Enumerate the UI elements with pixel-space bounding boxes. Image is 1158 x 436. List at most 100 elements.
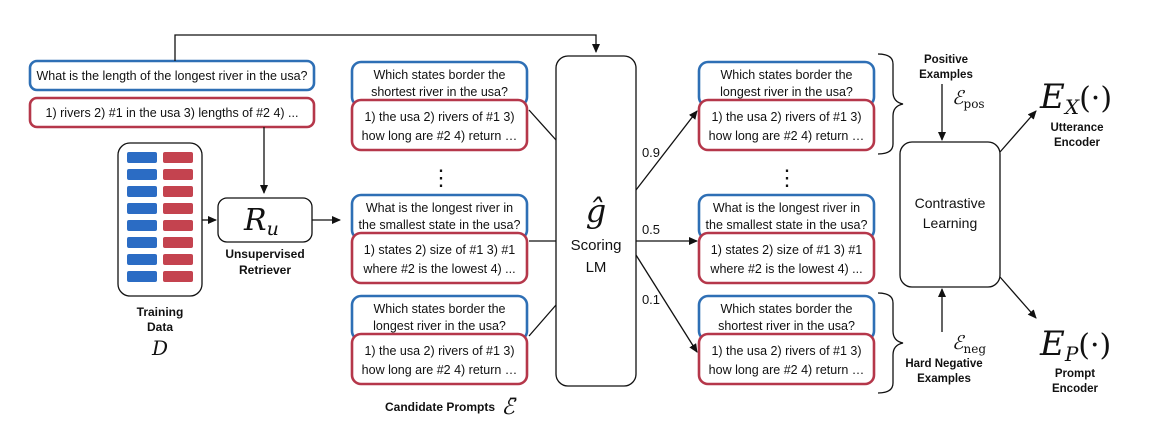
training-data-symbol: D (151, 336, 168, 360)
training-data-group: Training Data D (117, 142, 203, 360)
retriever-group: Ru Unsupervised Retriever (217, 197, 313, 277)
data-bar-decomposition (163, 152, 193, 163)
query-to-scoring-arrow (174, 34, 600, 61)
utterance-encoder-label-1: Utterance (1050, 122, 1103, 134)
candidate-prompts-symbol: ℰ̄ (501, 395, 517, 420)
candidate-prompts: Which states border the shortest river in… (350, 60, 529, 386)
negative-label-1: Hard Negative (905, 358, 982, 370)
ranked-prompt-question-line: Which states border the (720, 302, 852, 316)
score-3: 0.1 (642, 292, 660, 307)
query-question-text: What is the length of the longest river … (37, 69, 308, 83)
score-1: 0.9 (642, 145, 660, 160)
negative-brace (877, 292, 904, 394)
contrastive-group: Contrastive Learning (899, 141, 1001, 288)
candidate-prompt-question-line: Which states border the (373, 302, 505, 316)
scoring-lm-label-1: Scoring (571, 237, 622, 254)
data-bar-decomposition (163, 186, 193, 197)
candidate-prompt-decomposition-box (350, 98, 529, 152)
data-bar-question (127, 169, 157, 180)
positive-symbol: ℰpos (952, 87, 985, 111)
data-bar-question (127, 271, 157, 282)
score-2: 0.5 (642, 222, 660, 237)
ranked-prompt-decomposition-line: how long are #2 4) return … (709, 129, 865, 143)
negative-symbol: ℰneg (952, 332, 986, 356)
data-bar-question (127, 254, 157, 265)
query-decomposition-box (28, 96, 316, 129)
retriever-symbol: Ru (243, 203, 279, 240)
ranked-prompt-decomposition-line: 1) the usa 2) rivers of #1 3) (711, 110, 861, 124)
ranked-prompt-question-line: Which states border the (720, 68, 852, 82)
data-bar-decomposition (163, 169, 193, 180)
data-bar-question (127, 186, 157, 197)
candidate-prompt-decomposition-line: 1) the usa 2) rivers of #1 3) (364, 110, 514, 124)
positive-brace (877, 53, 904, 155)
candidate-prompt-question-line: shortest river in the usa? (371, 85, 508, 99)
data-bar-decomposition (163, 203, 193, 214)
scoring-to-ranked-1-arrow (635, 110, 698, 191)
prompt-encoder-symbol: EP(·) (1039, 324, 1111, 366)
candidate-prompt-question-line: What is the longest river in (366, 201, 513, 215)
candidate-1-to-scoring-line (528, 109, 557, 141)
negative-label-2: Examples (917, 373, 971, 385)
ranked-prompt-decomposition-box (697, 231, 876, 285)
query-question-box (28, 59, 316, 92)
ranked-prompt-decomposition-line: 1) states 2) size of #1 3) #1 (711, 243, 863, 257)
positive-label-1: Positive (924, 54, 968, 66)
candidate-3-to-scoring-line (528, 304, 557, 337)
utterance-encoder-symbol: EX(·) (1039, 77, 1112, 119)
candidate-prompt-decomposition-box (350, 332, 529, 386)
data-bar-question (127, 152, 157, 163)
candidate-prompt-decomposition-line: how long are #2 4) return … (362, 129, 518, 143)
training-data-label-2: Data (147, 320, 173, 334)
ranked-prompt-question-line: shortest river in the usa? (718, 319, 855, 333)
candidate-prompt-card: Which states border the longest river in … (350, 294, 529, 386)
ranked-prompt-decomposition-line: where #2 is the lowest 4) ... (709, 262, 862, 276)
ranked-prompt-card: Which states border the shortest river in… (697, 294, 876, 386)
query-group: What is the length of the longest river … (28, 59, 316, 129)
candidate-prompt-question-line: longest river in the usa? (373, 319, 506, 333)
ranked-prompt-question-line: the smallest state in the usa? (706, 218, 868, 232)
scoring-lm-box (555, 55, 637, 387)
data-bar-question (127, 203, 157, 214)
ranked-prompt-decomposition-line: how long are #2 4) return … (709, 363, 865, 377)
data-bar-decomposition (163, 220, 193, 231)
data-bar-question (127, 220, 157, 231)
utterance-encoder-group: EX(·) Utterance Encoder (1039, 77, 1112, 149)
retriever-label-2: Retriever (239, 263, 291, 277)
contrastive-label-2: Learning (923, 215, 978, 231)
candidate-prompts-label: Candidate Prompts (385, 400, 495, 414)
candidate-prompt-decomposition-line: 1) the usa 2) rivers of #1 3) (364, 344, 514, 358)
prompt-encoder-label-1: Prompt (1055, 368, 1095, 380)
contrastive-to-utterance-arrow (999, 110, 1037, 153)
ranked-prompt-question-line: longest river in the usa? (720, 85, 853, 99)
scoring-lm-group: ĝ Scoring LM (555, 55, 637, 387)
retriever-label-1: Unsupervised (225, 247, 304, 261)
ranked-prompts: Which states border the longest river in … (697, 60, 876, 386)
ranked-ellipsis: ⋮ (776, 165, 798, 190)
candidate-prompt-decomposition-line: how long are #2 4) return … (362, 363, 518, 377)
candidate-prompt-question-line: Which states border the (373, 68, 505, 82)
scoring-to-ranked-3-arrow (635, 254, 698, 353)
contrastive-label-1: Contrastive (915, 195, 986, 211)
ranked-prompt-decomposition-box (697, 332, 876, 386)
scoring-lm-label-2: LM (586, 259, 607, 276)
training-data-bars (127, 152, 193, 282)
contrastive-to-prompt-arrow (999, 276, 1037, 319)
ranked-prompt-decomposition-box (697, 98, 876, 152)
candidate-prompt-decomposition-line: 1) states 2) size of #1 3) #1 (364, 243, 516, 257)
candidate-prompt-card: Which states border the shortest river in… (350, 60, 529, 152)
data-bar-decomposition (163, 237, 193, 248)
ranked-prompt-card: What is the longest river in the smallest… (697, 193, 876, 285)
data-bar-decomposition (163, 271, 193, 282)
utterance-encoder-label-2: Encoder (1054, 137, 1101, 149)
positive-label-2: Examples (919, 69, 973, 81)
candidate-prompt-decomposition-box (350, 231, 529, 285)
ranked-prompt-question-line: What is the longest river in (713, 201, 860, 215)
data-bar-question (127, 237, 157, 248)
scoring-lm-symbol: ĝ (586, 192, 606, 230)
prompt-encoder-group: EP(·) Prompt Encoder (1039, 324, 1111, 395)
prompt-encoder-label-2: Encoder (1052, 383, 1099, 395)
